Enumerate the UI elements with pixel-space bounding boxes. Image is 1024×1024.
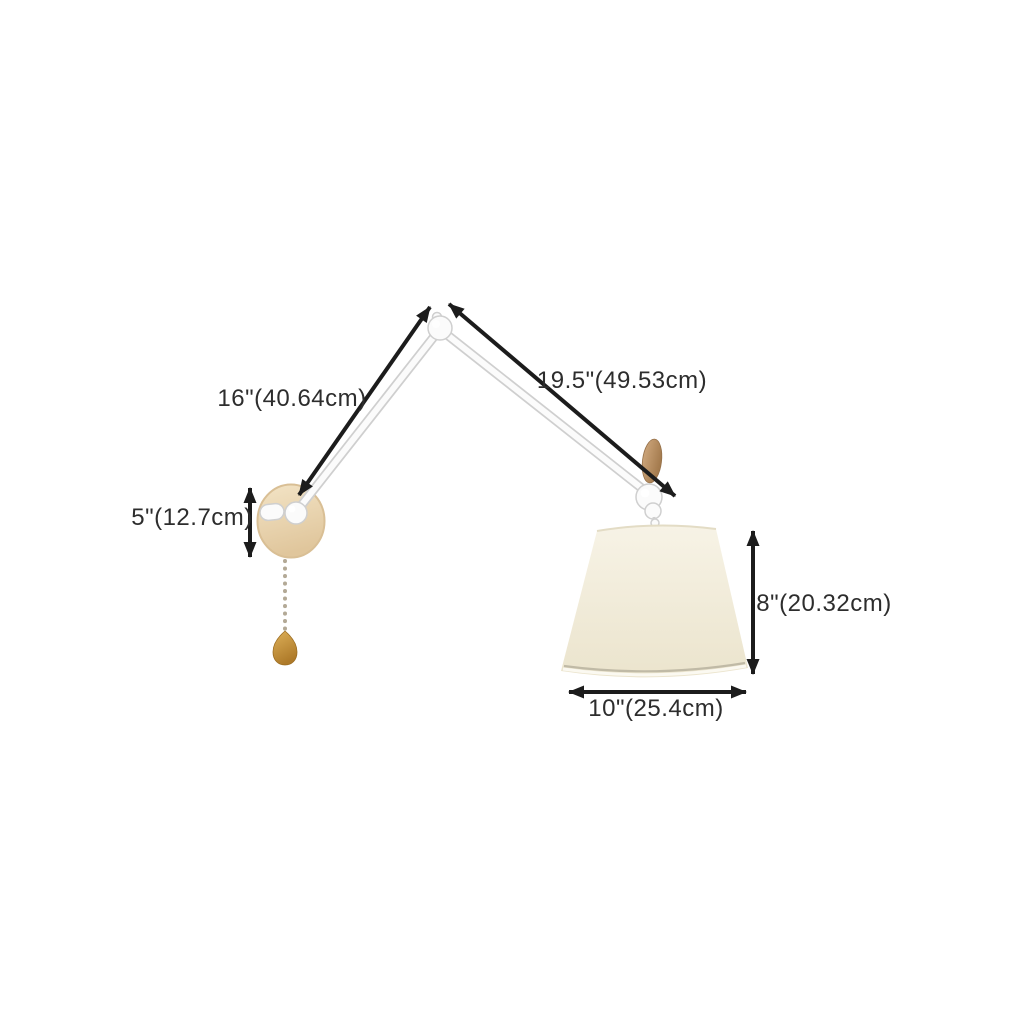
dimension-label-wall-mount-height: 5"(12.7cm) xyxy=(131,504,253,531)
elbow-joint xyxy=(427,311,453,341)
dimension-label-upper-arm: 16"(40.64cm) xyxy=(217,385,367,412)
mount-pivot xyxy=(259,501,308,525)
dimension-arrows xyxy=(243,302,760,699)
lampshade xyxy=(561,524,748,678)
upper-arm-dimension-arrow-icon xyxy=(297,305,432,497)
dimension-label-lower-arm: 19.5"(49.53cm) xyxy=(536,367,708,394)
lampshade-body xyxy=(561,525,748,678)
dimension-label-shade-height: 8"(20.32cm) xyxy=(756,590,892,617)
lampshade-top-rim xyxy=(596,524,717,532)
upper-arm xyxy=(288,324,445,521)
pull-chain-knob xyxy=(272,630,298,666)
lower-arm-dimension-arrow-icon xyxy=(447,302,677,498)
shade-joint xyxy=(635,483,663,532)
lampshade-bottom-sliver xyxy=(562,664,747,677)
lower-arm xyxy=(436,325,654,499)
lampshade-bottom-rim xyxy=(563,661,746,673)
dimension-label-shade-width: 10"(25.4cm) xyxy=(588,695,724,722)
